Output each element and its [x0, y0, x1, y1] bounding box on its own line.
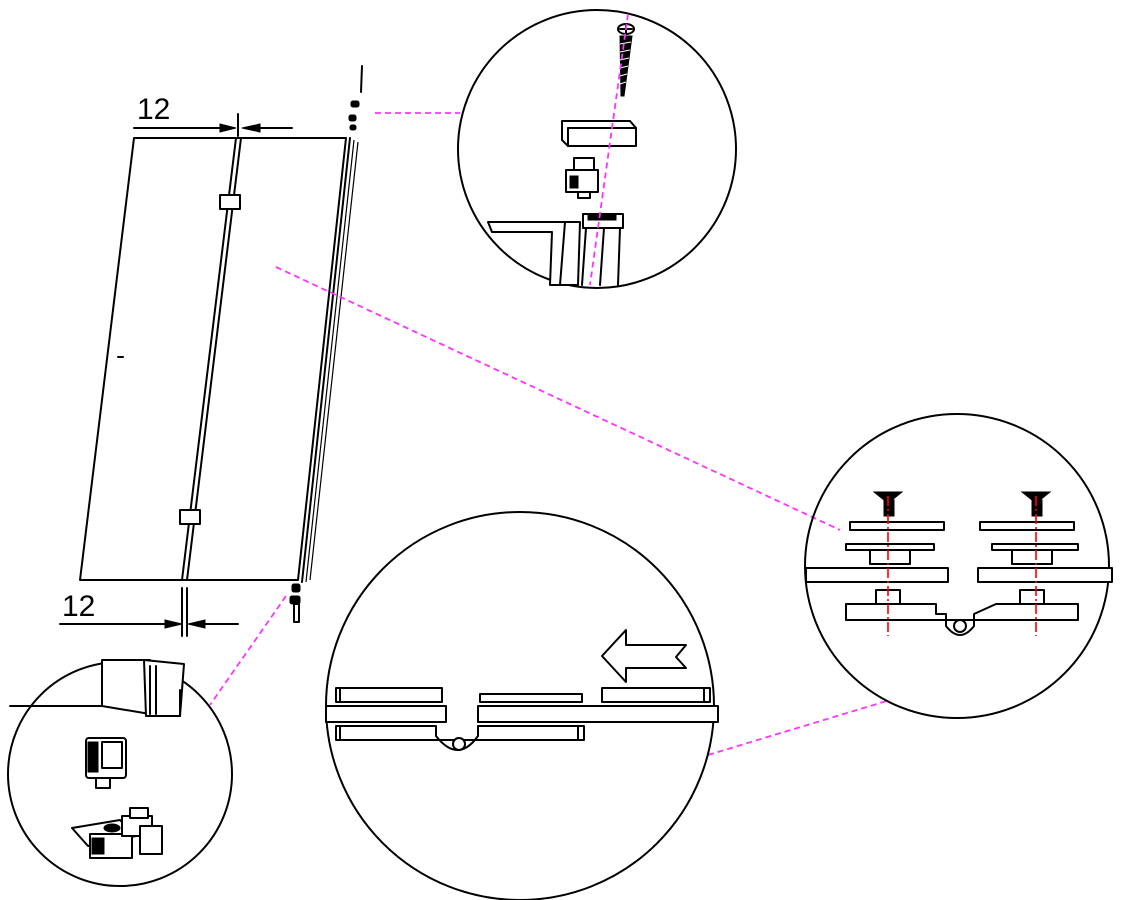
bottom-bracket — [71, 807, 163, 859]
pivot-hinge-icon — [953, 619, 967, 633]
screw-icon — [617, 23, 635, 97]
bottom-pin-parts — [289, 583, 301, 623]
detail-hinge-section — [804, 413, 1113, 719]
detail-bottom-pivot — [7, 659, 233, 887]
hinge-lower — [179, 509, 201, 525]
leader-lines — [209, 112, 891, 756]
dimension-top-label: 12 — [137, 93, 170, 126]
door-panel — [79, 137, 359, 583]
pivot-axis-top — [589, 13, 629, 286]
top-pin-parts — [348, 65, 363, 131]
detail-top-pivot — [457, 9, 737, 289]
leader-bottom-left — [209, 595, 287, 706]
dimension-bottom: 12 — [59, 587, 239, 637]
detail-slide-section — [325, 511, 719, 900]
leader-middle — [275, 266, 841, 531]
dimension-bottom-label: 12 — [62, 590, 95, 623]
left-outline-arrow-icon — [601, 629, 687, 683]
dimension-top: 12 — [133, 93, 293, 137]
bottom-bush — [85, 737, 127, 789]
hinge-upper — [219, 194, 241, 210]
leader-bottom-center — [707, 699, 891, 756]
pivot-hinge-icon — [452, 737, 466, 751]
